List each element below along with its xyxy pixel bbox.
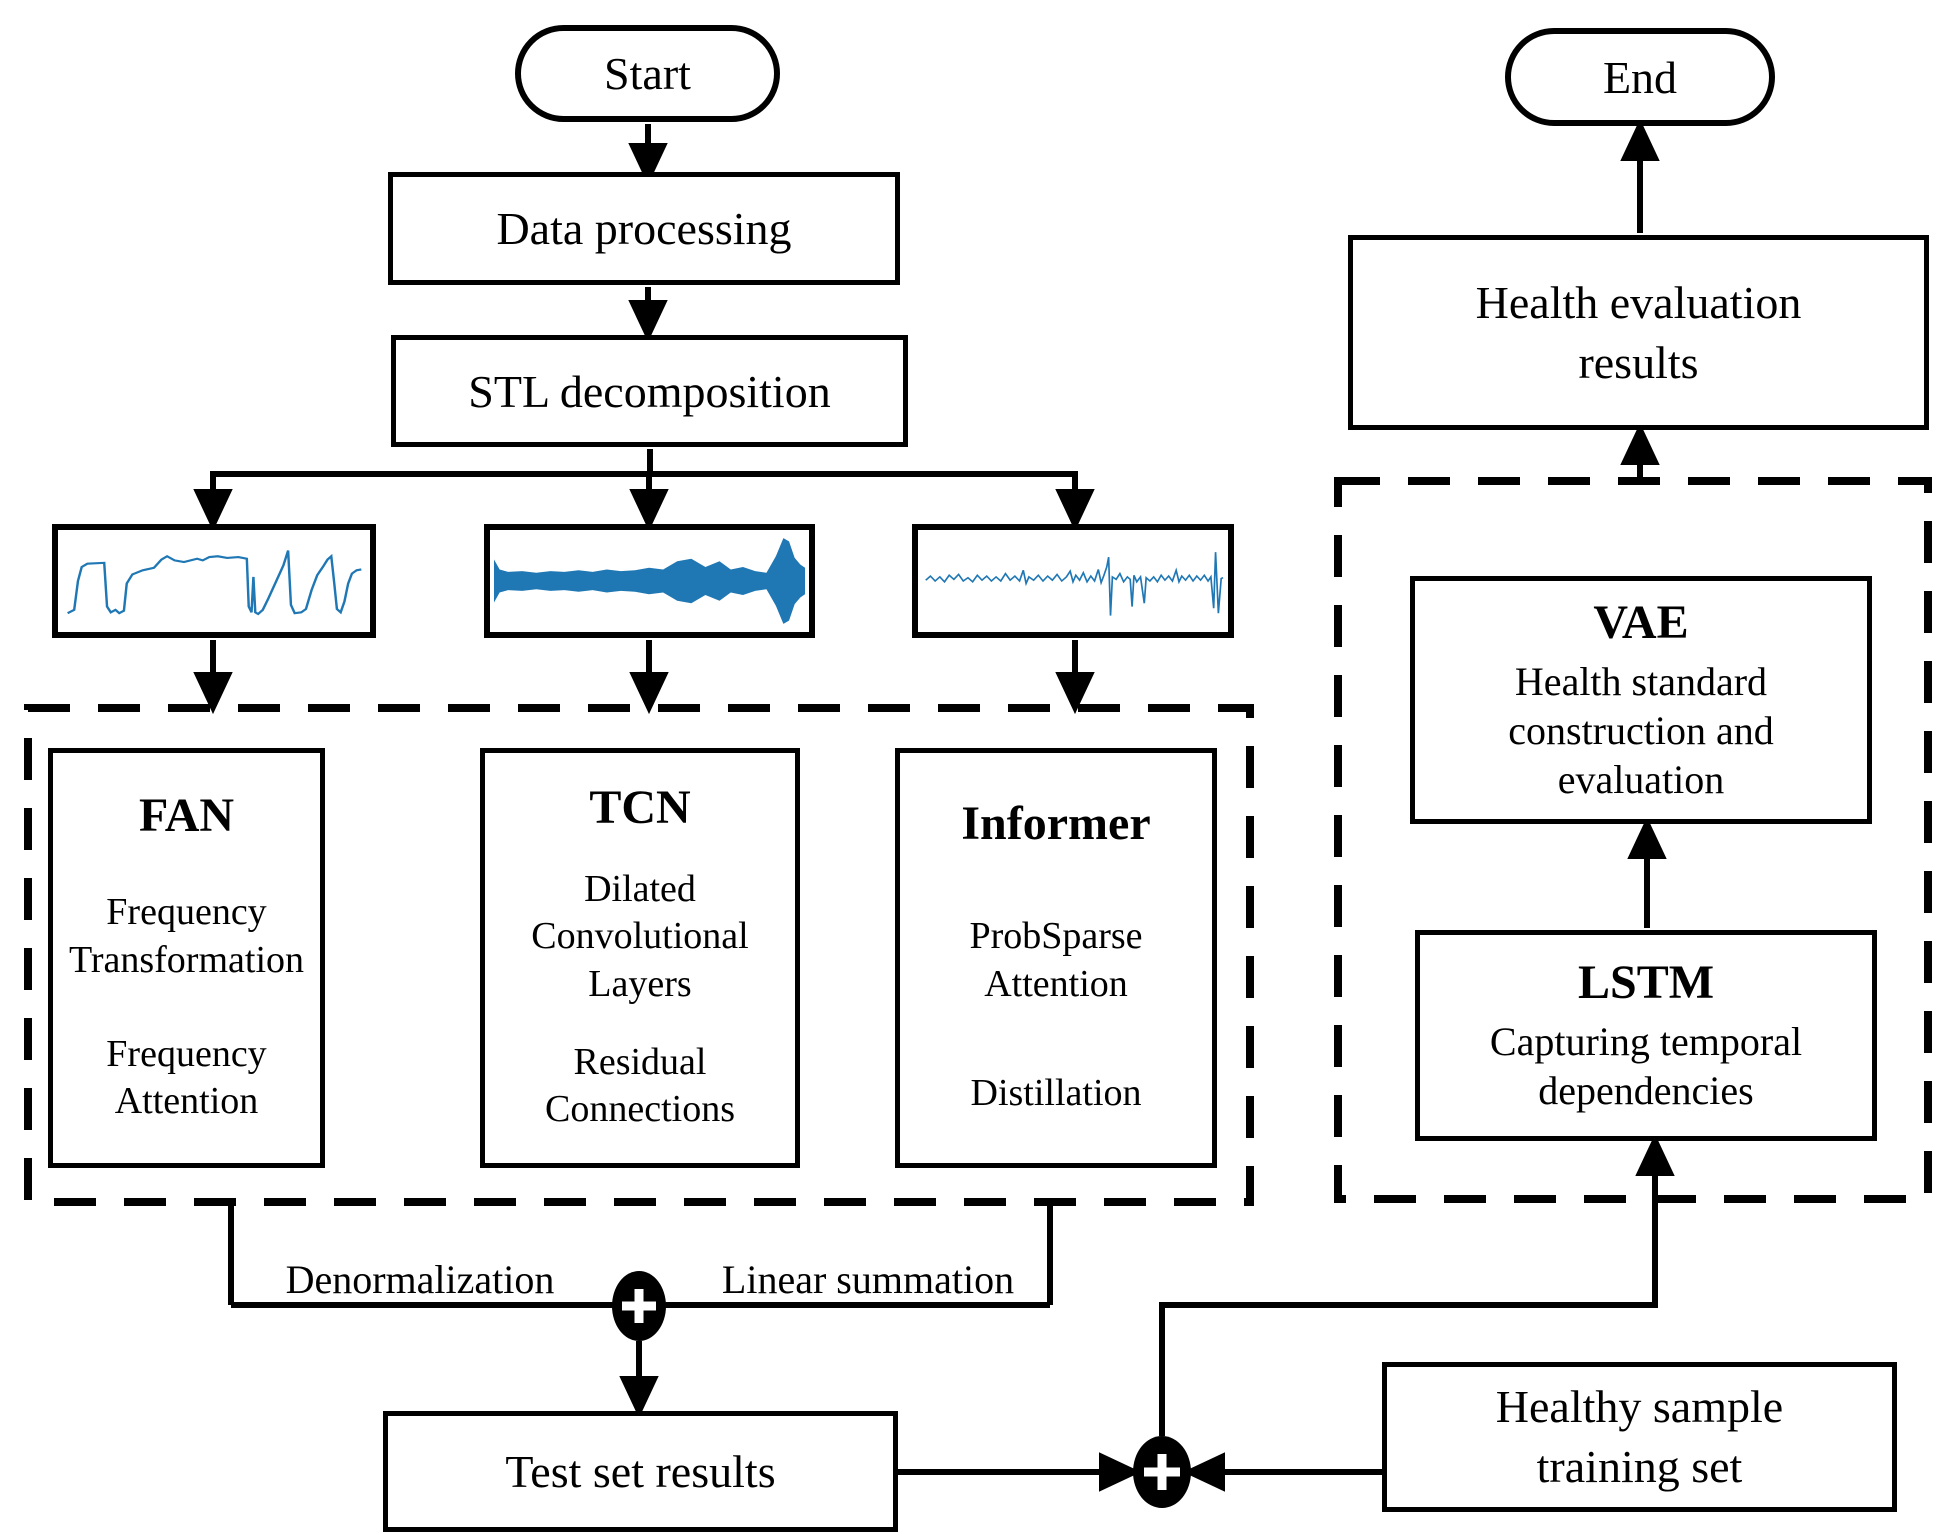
tcn-title: TCN (589, 781, 691, 835)
healthy-sample-training-box: Healthy sample training set (1382, 1362, 1897, 1512)
trend-signal-plot (52, 524, 376, 638)
arrowhead (628, 143, 668, 186)
test-set-results-box: Test set results (383, 1411, 898, 1532)
informer-model-box: Informer ProbSparse Attention Distillati… (895, 748, 1217, 1168)
arrowhead (1620, 118, 1660, 161)
arrow-sum2-to-lstm (1159, 1173, 1658, 1436)
fan-model-box: FAN Frequency Transformation Frequency A… (48, 748, 325, 1168)
arrowhead (193, 489, 233, 532)
arrowhead (1627, 816, 1667, 859)
health-evaluation-results-box: Health evaluation results (1348, 235, 1929, 430)
arrowhead (1620, 422, 1660, 465)
arrowhead (1055, 672, 1095, 715)
data-processing-step: Data processing (388, 172, 900, 285)
lstm-title: LSTM (1577, 956, 1715, 1010)
fan-item: Frequency Attention (106, 1032, 267, 1123)
lstm-box: LSTM Capturing temporal dependencies (1415, 930, 1877, 1141)
arrowhead (1055, 489, 1095, 532)
end-label: End (1602, 51, 1678, 103)
informer-item: Distillation (970, 1072, 1142, 1115)
denormalization-label: Denormalization (285, 1257, 555, 1302)
tcn-model-box: TCN Dilated Convolutional Layers Residua… (480, 748, 800, 1168)
tcn-item: Dilated Convolutional Layers (531, 867, 749, 1005)
seasonal-signal-icon (494, 538, 805, 624)
stl-decomposition-step: STL decomposition (391, 335, 908, 447)
healthy-sample-training-label: Healthy sample training set (1495, 1381, 1784, 1492)
arrowhead (1182, 1452, 1225, 1492)
arrowhead (1635, 1133, 1675, 1176)
seasonal-signal-plot (484, 524, 815, 638)
fan-title: FAN (138, 789, 235, 843)
start-label: Start (604, 48, 691, 99)
residual-signal-plot (912, 524, 1234, 638)
arrowhead (629, 489, 669, 532)
stl-label: STL decomposition (468, 365, 831, 417)
arrowhead (193, 672, 233, 715)
arrowhead (1099, 1452, 1142, 1492)
arrowhead (629, 672, 669, 715)
arrowhead (628, 300, 668, 343)
stl-branch-line (213, 449, 1075, 477)
lstm-subtitle: Capturing temporal dependencies (1489, 1019, 1803, 1114)
vae-box: VAE Health standard construction and eva… (1410, 576, 1872, 824)
arrowhead (619, 1376, 659, 1419)
tcn-item: Residual Connections (545, 1040, 735, 1131)
data-processing-label: Data processing (496, 203, 792, 254)
start-terminal: Start (515, 25, 780, 122)
decomposition-models-dashed-box (24, 704, 1254, 1206)
informer-item: ProbSparse Attention (969, 915, 1143, 1005)
residual-signal-icon (925, 552, 1224, 616)
vae-subtitle: Health standard construction and evaluat… (1508, 659, 1774, 802)
vae-title: VAE (1593, 596, 1689, 650)
trend-signal-icon (67, 550, 362, 616)
informer-title: Informer (961, 797, 1151, 851)
end-terminal: End (1505, 28, 1775, 126)
linear-summation-label: Linear summation (721, 1257, 1015, 1302)
health-model-dashed-box (1334, 477, 1932, 1203)
plus-glyph (1144, 1454, 1180, 1490)
test-set-results-label: Test set results (505, 1446, 776, 1497)
health-evaluation-results-label: Health evaluation results (1475, 276, 1802, 388)
fan-item: Frequency Transformation (68, 891, 305, 981)
plus-glyph (622, 1289, 656, 1323)
